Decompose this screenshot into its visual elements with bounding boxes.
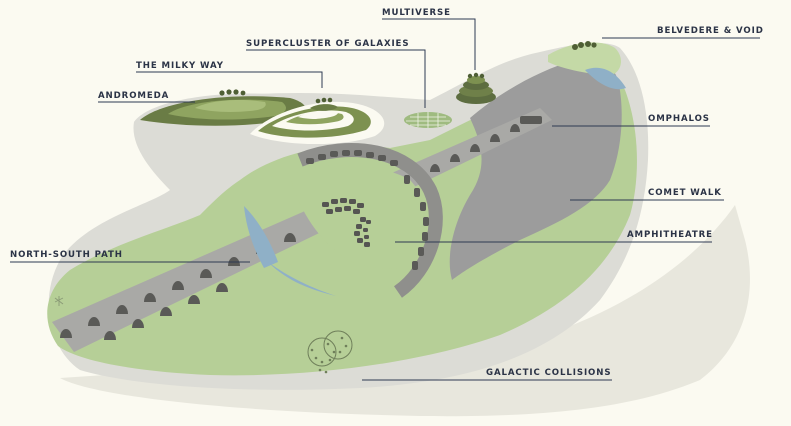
- rock-ridge: [449, 58, 622, 280]
- path-arches: [60, 124, 520, 338]
- belvedere-hill: [548, 42, 622, 76]
- andromeda-trees: [219, 89, 246, 96]
- label-galactic-collisions: GALACTIC COLLISIONS: [486, 368, 611, 378]
- label-milky-way: THE MILKY WAY: [136, 61, 224, 71]
- pond-west: [244, 206, 278, 268]
- label-north-south-path: NORTH-SOUTH PATH: [10, 250, 123, 260]
- andromeda-terrace-inner: [195, 100, 266, 112]
- omphalos-marker: [520, 116, 542, 124]
- ground-shadow: [60, 205, 750, 417]
- supercluster-grid-lines: [406, 112, 450, 128]
- label-amphitheatre: AMPHITHEATRE: [627, 230, 713, 240]
- amphitheatre-rim-stones: [404, 175, 429, 270]
- void-pond: [585, 67, 626, 90]
- label-comet-walk: COMET WALK: [648, 188, 722, 198]
- label-multiverse: MULTIVERSE: [382, 8, 451, 18]
- belvedere-trees: [572, 41, 597, 50]
- leader-multiverse: [382, 18, 476, 70]
- starburst-marker: [54, 296, 64, 306]
- label-belvedere-void: BELVEDERE & VOID: [657, 26, 764, 36]
- label-omphalos: OMPHALOS: [648, 114, 710, 124]
- north-south-path: [52, 108, 552, 352]
- leader-supercluster: [246, 49, 426, 108]
- multiverse-structure: [456, 72, 496, 104]
- amphitheatre-rim-top-stones: [306, 150, 398, 166]
- path-arches-lower: [104, 283, 228, 340]
- milky-way-ring-4: [298, 111, 338, 119]
- milky-way-trees: [315, 97, 333, 104]
- label-supercluster: SUPERCLUSTER OF GALAXIES: [246, 39, 409, 49]
- label-andromeda: ANDROMEDA: [98, 91, 169, 101]
- leader-milky-way: [136, 71, 323, 88]
- milky-way-top: [310, 104, 338, 111]
- amphitheatre-seating: [322, 198, 371, 247]
- amphitheatre-bowl: [290, 165, 428, 269]
- galactic-collisions-dots: [310, 336, 348, 374]
- galactic-collisions: [307, 330, 353, 367]
